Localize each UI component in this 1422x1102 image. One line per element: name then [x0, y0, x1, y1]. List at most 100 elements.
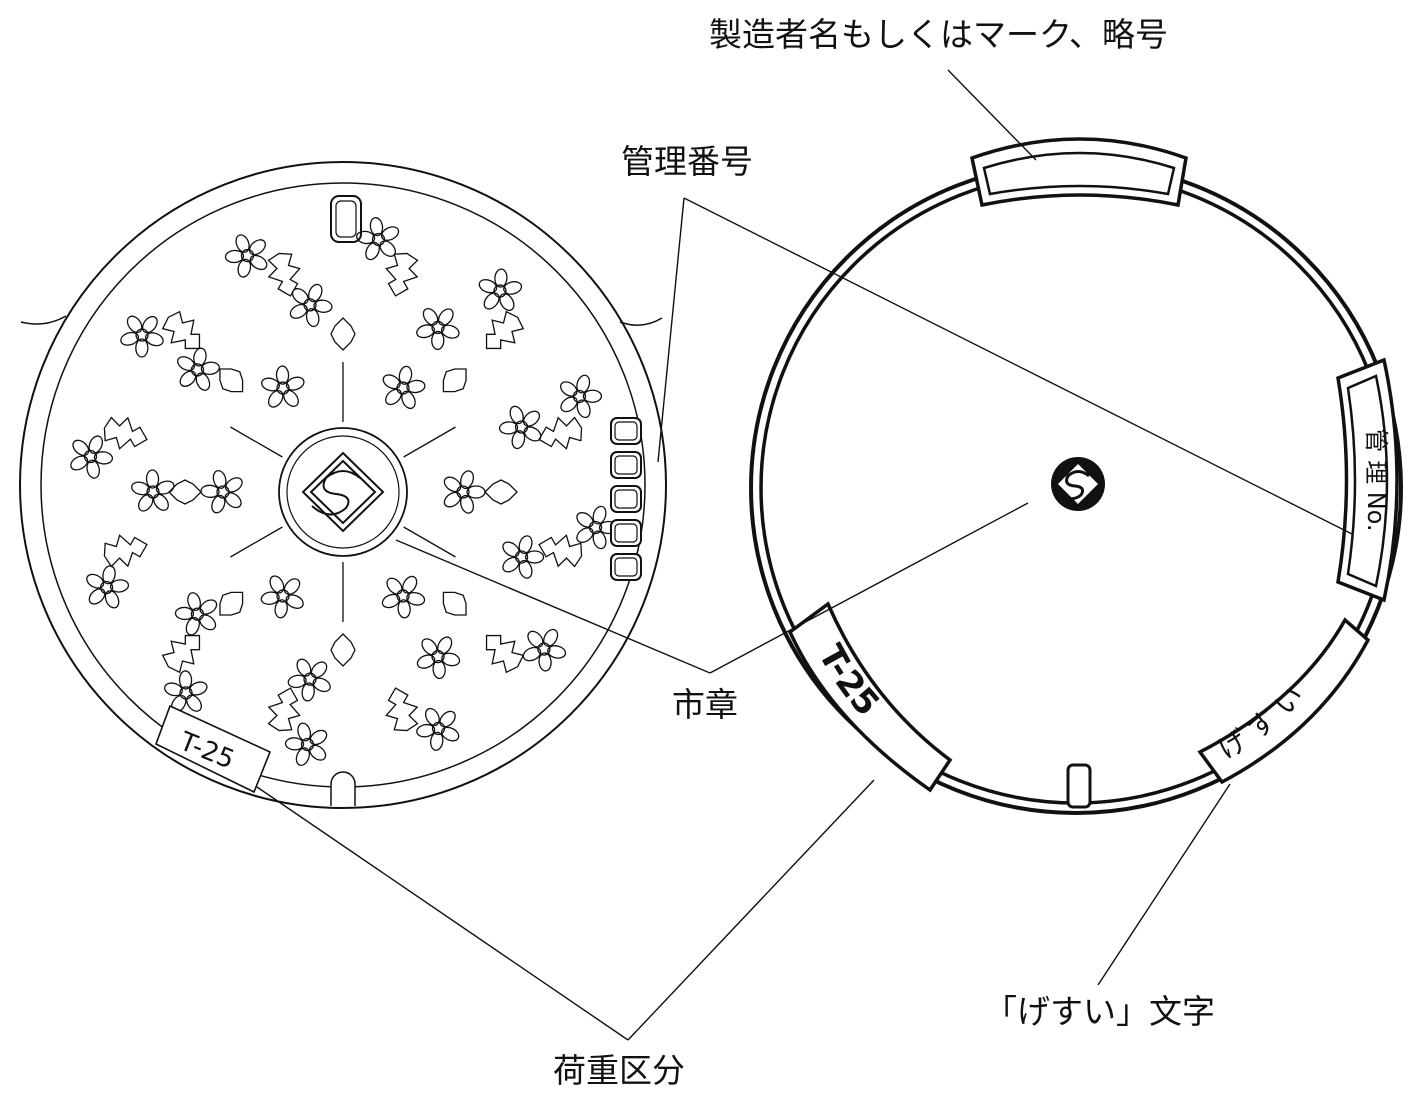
pattern-petal — [429, 731, 444, 751]
pattern-petal — [88, 588, 106, 605]
pattern-petal — [401, 390, 416, 410]
pattern-petal — [249, 254, 268, 271]
pattern-petal — [261, 377, 280, 392]
pattern-petal — [478, 279, 498, 294]
leader-management-left — [657, 197, 685, 463]
leader-lines — [256, 69, 1353, 1041]
pattern-petal — [93, 451, 114, 465]
pattern-petal — [268, 390, 284, 408]
pattern-leaf — [161, 634, 201, 674]
pattern-petal — [312, 677, 331, 693]
pattern-stem — [230, 426, 283, 458]
pattern-petal — [397, 599, 411, 619]
pattern-petal — [237, 258, 252, 278]
pattern-petal — [416, 654, 436, 669]
pattern-petal — [185, 616, 200, 636]
pattern-petal — [385, 388, 402, 406]
pattern-petal — [193, 347, 207, 367]
pattern-petal — [576, 527, 594, 543]
pattern-petal — [224, 492, 242, 509]
pattern-petal — [437, 308, 454, 326]
pattern-petal — [224, 249, 245, 264]
pattern-petal — [178, 670, 193, 690]
pattern-petal — [174, 606, 195, 621]
pattern-petal — [144, 332, 164, 347]
pattern-petal — [104, 590, 120, 609]
pattern-petal — [309, 744, 327, 761]
pattern-petal — [86, 573, 105, 589]
pattern-petal — [441, 652, 461, 667]
pattern-petal — [494, 268, 508, 288]
pattern-petal — [289, 303, 308, 319]
manufacturer-label: 製造者名もしくはマーク、略号 — [709, 15, 1169, 54]
pattern-petal — [198, 614, 217, 631]
leader-emblem-left — [395, 539, 711, 674]
left-cover-outer-rim — [19, 161, 667, 809]
pattern-petal — [443, 476, 462, 493]
pattern-petal — [522, 646, 542, 662]
pattern-petal — [235, 234, 250, 253]
left-notch-upper-right — [619, 317, 663, 326]
pattern-petal — [422, 308, 439, 326]
pattern-petal — [126, 315, 143, 334]
pattern-petal — [200, 484, 220, 498]
flower-pattern — [70, 217, 619, 766]
pattern-petal — [195, 372, 211, 391]
pattern-petal — [421, 638, 438, 656]
pattern-petal — [153, 493, 169, 511]
pattern-petal — [416, 324, 436, 339]
pattern-petal — [295, 747, 310, 766]
management-plate-text: 管 理 No. — [1362, 428, 1390, 531]
pattern-petal — [576, 512, 594, 528]
pattern-petal — [382, 374, 401, 390]
pattern-petal — [283, 578, 301, 595]
pattern-petal — [431, 330, 445, 351]
pattern-petal — [225, 477, 243, 493]
pattern-leaf — [103, 416, 148, 450]
pattern-leaf — [538, 534, 583, 568]
right-city-emblem — [1051, 457, 1105, 511]
pattern-petal — [186, 694, 202, 712]
right-load-plate — [787, 601, 953, 793]
pattern-petal — [440, 324, 460, 339]
left-load-plate — [154, 704, 272, 794]
left-emblem-ring — [278, 427, 408, 557]
pattern-petal — [248, 239, 266, 256]
pattern-petal — [592, 530, 607, 550]
pattern-petal — [592, 505, 607, 525]
gesui-characters-label: 「げすい」文字 — [984, 992, 1215, 1031]
pattern-leaf — [161, 310, 201, 350]
pattern-stem — [403, 526, 456, 558]
pattern-petal — [179, 370, 197, 387]
pattern-petal — [499, 293, 515, 312]
pattern-petal — [466, 485, 486, 499]
left-city-emblem — [301, 451, 385, 533]
pattern-petal — [72, 439, 90, 456]
pattern-petal — [443, 491, 462, 508]
load-class-label: 荷重区分 — [553, 1051, 685, 1090]
pattern-petal — [309, 729, 328, 746]
left-cover: T-25 — [19, 161, 667, 809]
pattern-petal — [543, 628, 559, 647]
manufacturer-plate — [969, 137, 1188, 208]
pattern-petal — [432, 659, 446, 680]
right-pry-slot — [1066, 763, 1092, 809]
pattern-leaf — [168, 479, 202, 505]
pattern-petal — [141, 315, 158, 334]
pattern-leaf — [267, 252, 301, 297]
pattern-leaf — [385, 252, 419, 297]
pattern-leaf — [484, 479, 518, 505]
pattern-petal — [437, 636, 453, 655]
pattern-leaf — [485, 634, 525, 674]
pattern-petal — [381, 593, 401, 609]
pattern-petal — [406, 592, 426, 606]
pattern-petal — [177, 356, 196, 372]
pattern-petal — [296, 658, 312, 677]
leader-management-right — [683, 197, 1353, 535]
pattern-petal — [502, 541, 520, 558]
pattern-petal — [576, 399, 591, 419]
pattern-petal — [424, 707, 440, 727]
pattern-petal — [135, 338, 149, 358]
